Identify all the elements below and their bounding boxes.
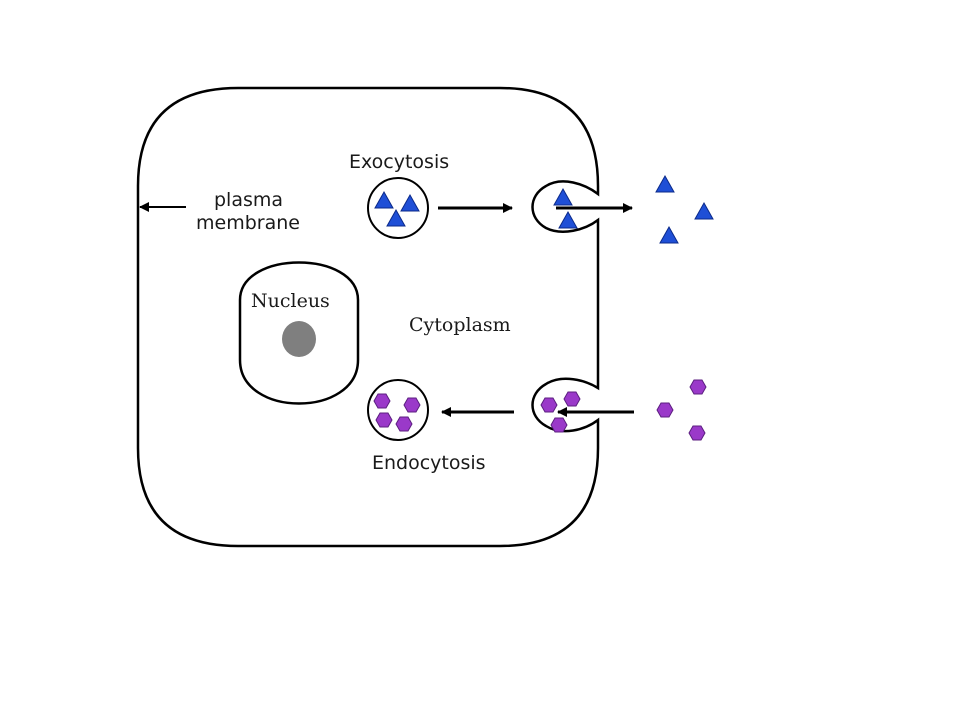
nucleolus bbox=[282, 321, 316, 357]
blue-triangle-icon bbox=[553, 188, 573, 206]
plasma-membrane-outline bbox=[136, 86, 600, 548]
purple-hexagon-icon bbox=[395, 416, 413, 432]
purple-hexagon-icon bbox=[688, 425, 706, 441]
plasma-membrane-label-line2: membrane bbox=[196, 212, 300, 234]
purple-hexagon-icon bbox=[540, 397, 558, 413]
blue-triangle-icon bbox=[655, 175, 675, 193]
blue-triangle-icon bbox=[374, 191, 394, 209]
nucleus-label: Nucleus bbox=[251, 290, 330, 312]
purple-hexagon-icon bbox=[375, 412, 393, 428]
cytoplasm-label: Cytoplasm bbox=[409, 314, 511, 336]
blue-triangle-icon bbox=[558, 211, 578, 229]
purple-hexagon-icon bbox=[656, 402, 674, 418]
exocytosis-vesicle bbox=[367, 177, 429, 239]
exocytosis-label: Exocytosis bbox=[349, 151, 449, 173]
purple-hexagon-icon bbox=[550, 417, 568, 433]
endocytosis-label: Endocytosis bbox=[372, 452, 486, 474]
blue-triangle-icon bbox=[386, 209, 406, 227]
endocytosis-vesicle bbox=[367, 379, 429, 441]
nucleus-outline bbox=[238, 261, 360, 405]
blue-triangle-icon bbox=[659, 226, 679, 244]
blue-triangle-icon bbox=[694, 202, 714, 220]
plasma-membrane-label-line1: plasma bbox=[214, 189, 283, 211]
purple-hexagon-icon bbox=[373, 393, 391, 409]
purple-hexagon-icon bbox=[689, 379, 707, 395]
purple-hexagon-icon bbox=[563, 391, 581, 407]
blue-triangle-icon bbox=[400, 194, 420, 212]
purple-hexagon-icon bbox=[403, 397, 421, 413]
